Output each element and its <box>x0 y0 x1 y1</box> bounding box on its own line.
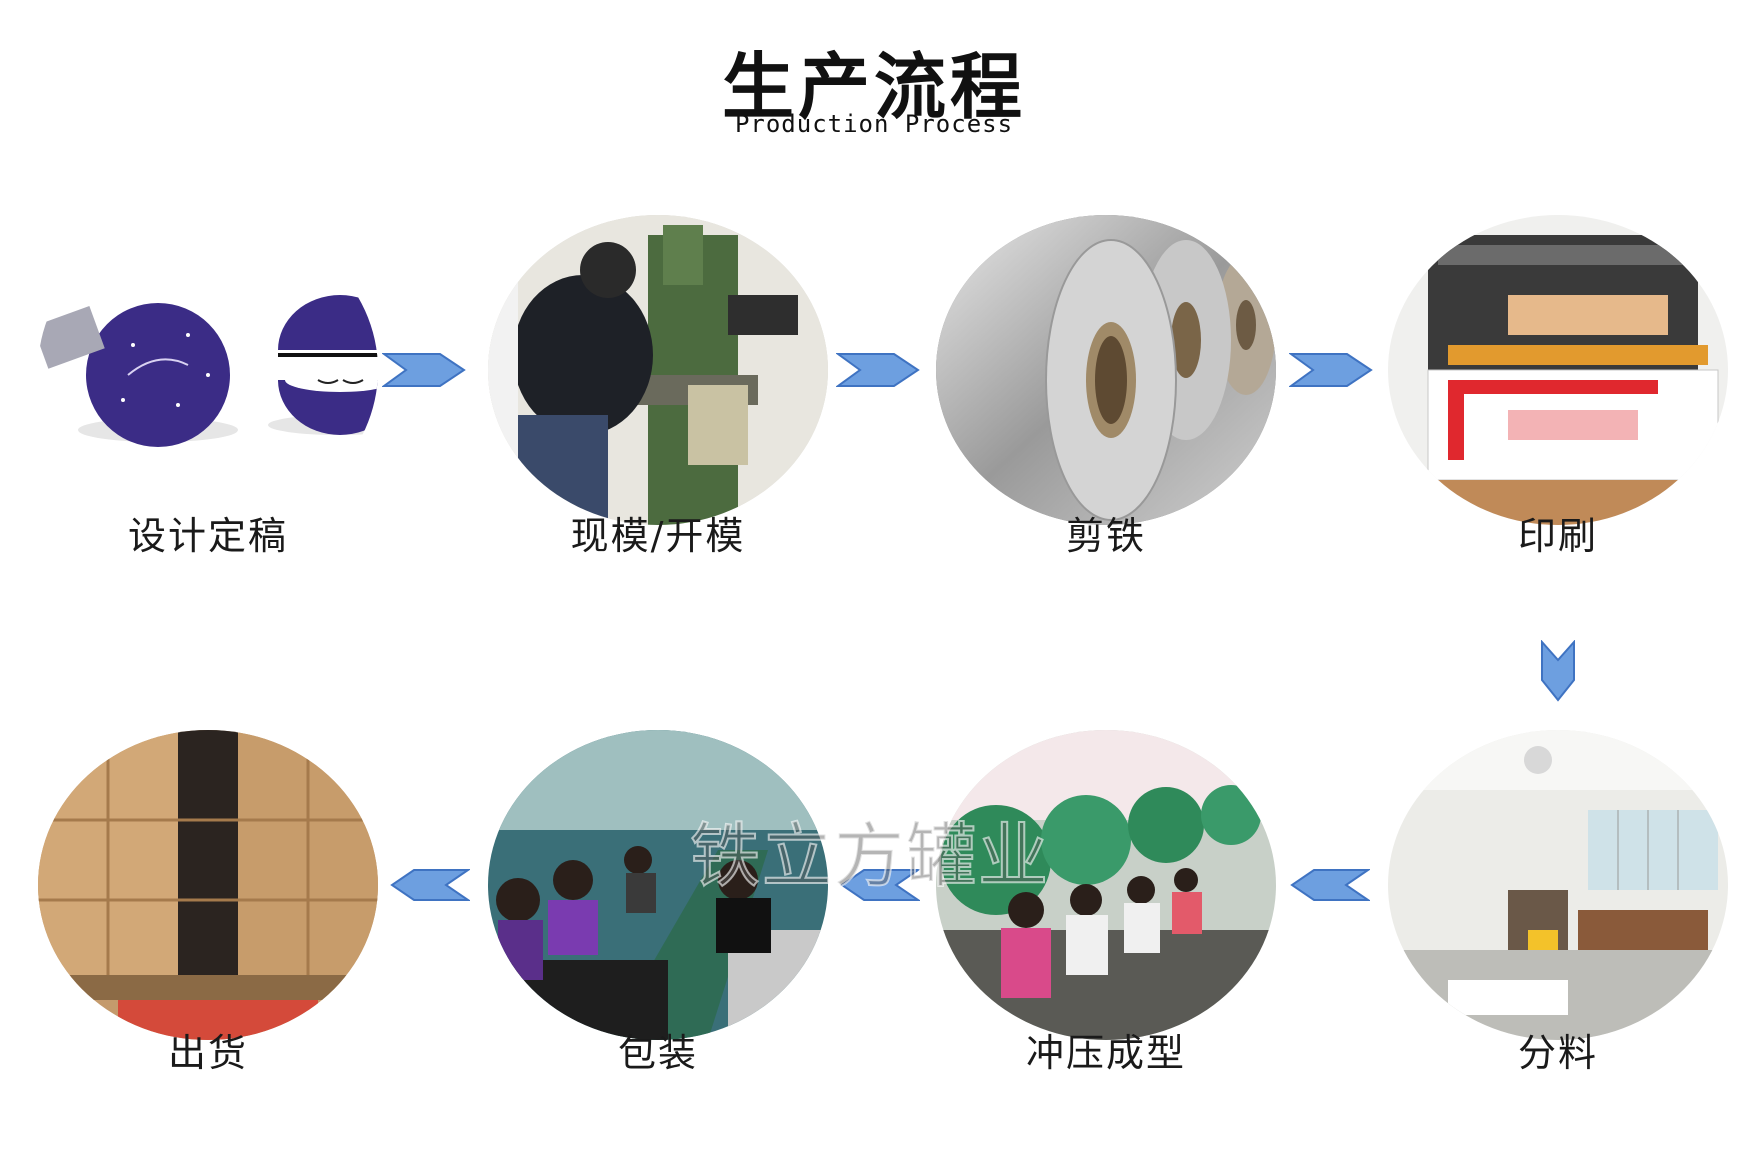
step-sorting: 分料 <box>1388 730 1728 1075</box>
arrow-right-icon <box>836 353 920 387</box>
arrow-right-icon <box>1289 353 1373 387</box>
step-label: 现模/开模 <box>570 514 746 558</box>
step-stamping: 冲压成型 <box>936 730 1276 1075</box>
tinplate-coil-photo <box>936 215 1276 525</box>
step-packaging: 包装 <box>488 730 828 1075</box>
milling-machine-photo <box>488 215 828 525</box>
step-cut-iron: 剪铁 <box>936 215 1276 558</box>
page-title: 生产流程 <box>721 45 1026 129</box>
step-label: 包装 <box>617 1031 698 1075</box>
stamping-press-photo <box>936 730 1276 1040</box>
arrow-right-icon <box>382 353 466 387</box>
arrow-down-icon <box>1541 640 1575 702</box>
step-printing: 印刷 <box>1388 215 1728 558</box>
arrow-left-icon <box>390 869 470 901</box>
step-mold: 现模/开模 <box>488 215 828 558</box>
printing-machine-photo <box>1388 215 1728 525</box>
page-subtitle: Production Process <box>734 110 1014 138</box>
step-label: 设计定稿 <box>127 514 288 558</box>
step-label: 分料 <box>1517 1031 1598 1075</box>
step-label: 冲压成型 <box>1025 1031 1186 1075</box>
shipping-pallets-photo <box>38 730 378 1040</box>
arrow-left-icon <box>840 869 920 901</box>
arrow-left-icon <box>1290 869 1370 901</box>
step-design: 设计定稿 <box>38 215 378 558</box>
step-label: 印刷 <box>1517 514 1598 558</box>
step-label: 剪铁 <box>1065 514 1146 558</box>
cutting-workshop-photo <box>1388 730 1728 1040</box>
step-shipping: 出货 <box>38 730 378 1075</box>
step-label: 出货 <box>167 1031 248 1075</box>
ornament-tin-photo <box>38 215 378 525</box>
packaging-line-photo <box>488 730 828 1040</box>
